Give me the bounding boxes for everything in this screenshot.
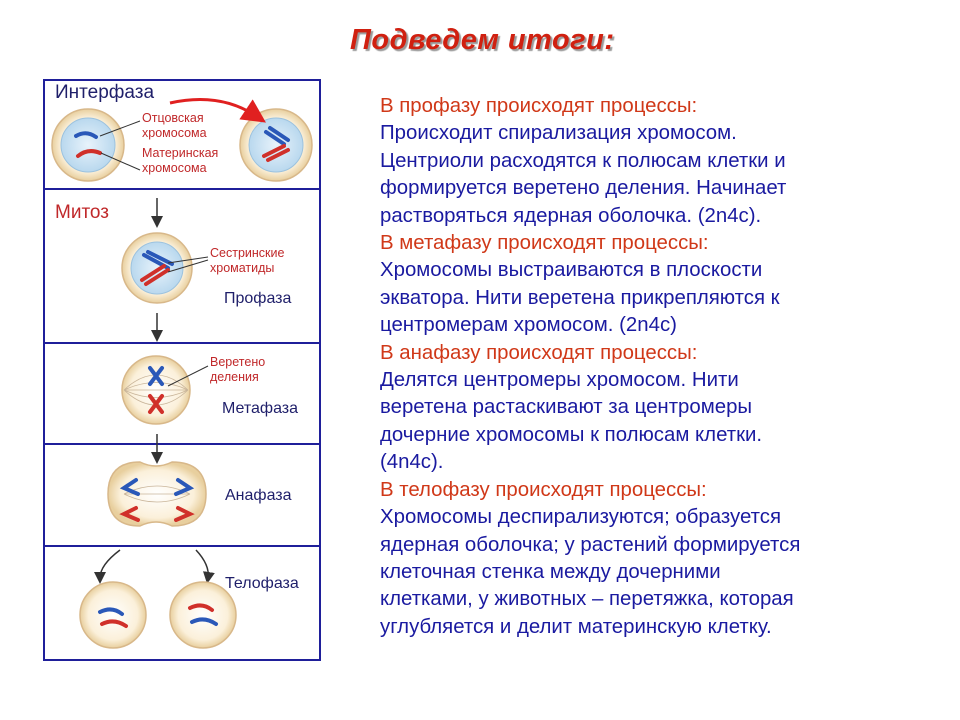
sister-chromatids-label: Сестринские хроматиды <box>210 246 285 275</box>
summary-text: В профазу происходят процессы: Происходит… <box>380 93 900 641</box>
summary-line: углубляется и делит материнскую клетку. <box>380 615 772 638</box>
page-title: Подведем итоги: <box>350 24 615 56</box>
interphase-label: Интерфаза <box>55 82 155 103</box>
divider-anaphase <box>43 545 321 547</box>
summary-line: формируется веретено деления. Начинает <box>380 177 787 200</box>
spindle-label: Веретено деления <box>210 355 266 384</box>
summary-line: (4n4c). <box>380 451 444 474</box>
divider-prophase <box>43 342 321 344</box>
divider-interphase <box>43 188 321 190</box>
mitosis-diagram-frame <box>43 79 321 661</box>
summary-line: Делятся центромеры хромосом. Нити <box>380 369 739 392</box>
phase-heading: В профазу происходят процессы: <box>380 95 698 117</box>
summary-line: веретена растаскивают за центромеры <box>380 396 753 419</box>
prophase-cell <box>121 232 193 304</box>
summary-line: Центриоли расходятся к полюсам клетки и <box>380 149 786 172</box>
summary-line: Хромосомы деспирализуются; образуется <box>380 506 781 529</box>
anaphase-cell <box>107 461 207 527</box>
maternal-chromosome-label: Материнская хромосома <box>142 146 219 175</box>
telophase-label: Телофаза <box>225 575 299 592</box>
phase-heading: В телофазу происходят процессы: <box>380 478 707 501</box>
paternal-chromosome-label: Отцовская хромосома <box>142 111 207 140</box>
summary-line: дочерние хромосомы к полюсам клетки. <box>380 423 763 446</box>
divider-metaphase <box>43 443 321 445</box>
summary-line: центромерам хромосом. (2n4c) <box>380 314 677 337</box>
summary-line: клеточная стенка между дочерними <box>380 560 721 583</box>
prophase-label: Профаза <box>224 290 292 307</box>
phase-heading: В анафазу происходят процессы: <box>380 341 698 364</box>
replication-arrow <box>169 98 266 123</box>
metaphase-label: Метафаза <box>222 400 299 417</box>
summary-line: экватора. Нити веретена прикрепляются к <box>380 286 780 309</box>
anaphase-label: Анафаза <box>225 487 292 504</box>
interphase-cell-left <box>51 108 125 182</box>
summary-line: Хромосомы выстраиваются в плоскости <box>380 259 763 282</box>
metaphase-cell <box>121 355 191 425</box>
summary-line: клетками, у животных – перетяжка, котора… <box>380 588 794 611</box>
interphase-cell-right <box>239 108 313 182</box>
phase-heading: В метафазу происходят процессы: <box>380 232 709 255</box>
mitosis-label: Митоз <box>55 202 109 223</box>
telophase-cell-left <box>79 581 147 649</box>
telophase-cell-right <box>169 581 237 649</box>
summary-line: растворяться ядерная оболочка. (2n4c). <box>380 204 762 227</box>
summary-line: Происходит спирализация хромосом. <box>380 122 737 145</box>
summary-line: ядерная оболочка; у растений формируется <box>380 533 801 556</box>
